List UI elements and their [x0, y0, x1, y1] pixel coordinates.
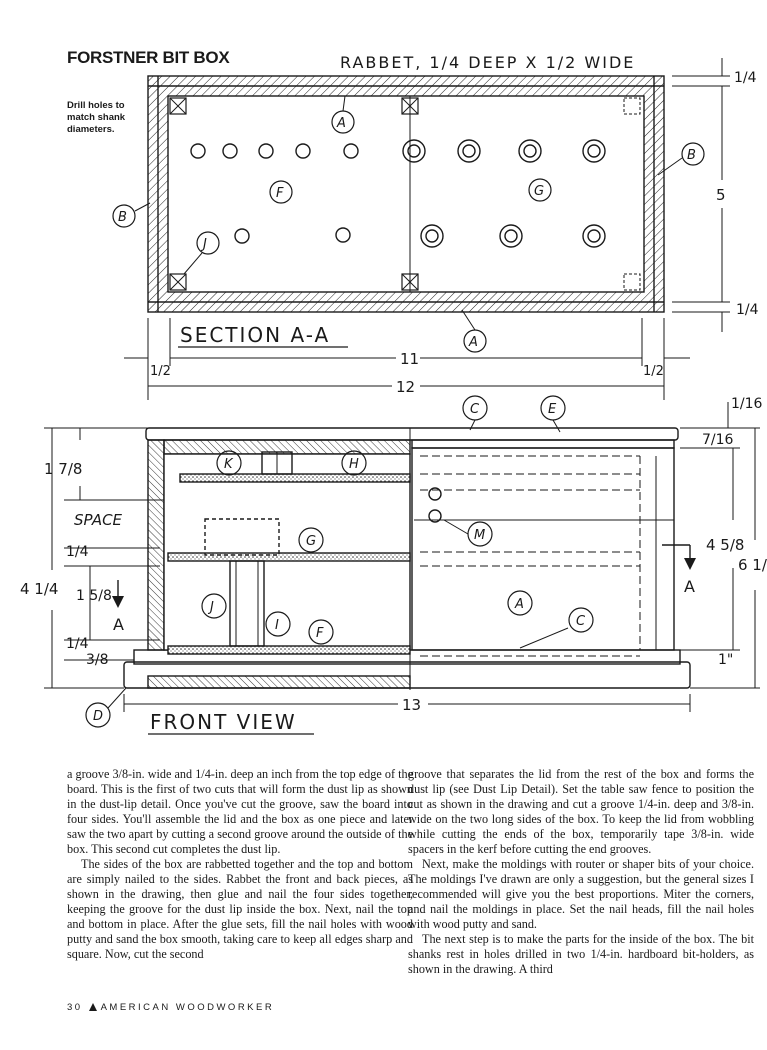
front-view [44, 395, 760, 728]
section-title: SECTION A-A [180, 323, 330, 347]
dim-13: 13 [402, 696, 421, 714]
front-view-title: FRONT VIEW [150, 710, 297, 734]
dim-1-7-8: 1 7/8 [44, 460, 82, 478]
arrow-label-right: A [684, 577, 695, 596]
paragraph: Next, make the moldings with router or s… [408, 857, 754, 931]
page-footer: 30 AMERICAN WOODWORKER [67, 1002, 274, 1013]
callout-f: F [276, 186, 284, 201]
dim-bottom-quarter: 1/4 [736, 302, 759, 318]
dim-6-1-8: 6 1/8 [738, 556, 767, 574]
callout-k: K [224, 457, 234, 472]
arrow-label-left: A [113, 615, 124, 634]
publication-name: AMERICAN WOODWORKER [100, 1002, 275, 1013]
dim-11: 11 [400, 350, 419, 368]
callout-c-bottom: C [576, 614, 586, 629]
callout-c-top: C [470, 402, 480, 417]
paragraph: groove that separates the lid from the r… [408, 767, 754, 856]
paragraph: The next step is to make the parts for t… [408, 932, 754, 976]
callout-g: G [534, 184, 544, 199]
dim-4-1-4: 4 1/4 [20, 580, 58, 598]
callout-j-front: J [207, 600, 214, 615]
dim-1-16: 1/16 [731, 396, 763, 412]
section-view [112, 58, 730, 400]
callout-a-front: A [514, 597, 524, 612]
dim-half-left: 1/2 [150, 364, 171, 379]
space-label: SPACE [74, 511, 123, 529]
dim-7-16: 7/16 [702, 432, 734, 448]
paragraph: a groove 3/8-in. wide and 1/4-in. deep a… [67, 767, 413, 856]
dim-1-inch: 1" [718, 652, 733, 668]
callout-h: H [349, 457, 359, 472]
callout-g-front: G [306, 534, 316, 549]
dim-top-quarter: 1/4 [734, 70, 757, 86]
rabbet-note: RABBET, 1/4 DEEP X 1/2 WIDE [340, 53, 635, 72]
callout-j: J [200, 237, 207, 252]
callout-f-front: F [316, 626, 324, 641]
technical-drawing: RABBET, 1/4 DEEP X 1/2 WIDE SECTION A-A … [20, 53, 767, 735]
callout-e: E [548, 402, 557, 417]
callout-d: D [93, 709, 103, 724]
drill-note: Drill holes to match shank diameters. [67, 100, 126, 135]
callout-i: I [275, 618, 279, 633]
article-title: FORSTNER BIT BOX [67, 48, 230, 67]
callout-b-right: B [687, 148, 696, 163]
triangle-icon [88, 1003, 97, 1011]
body-column-left: a groove 3/8-in. wide and 1/4-in. deep a… [67, 767, 413, 962]
callout-a-bottom: A [468, 335, 478, 350]
dim-3-8: 3/8 [86, 652, 109, 668]
dim-1-5-8: 1 5/8 [76, 588, 112, 604]
dim-5: 5 [716, 186, 726, 204]
callout-a-top: A [336, 116, 346, 131]
dim-4-5-8: 4 5/8 [706, 536, 744, 554]
dim-12: 12 [396, 378, 415, 396]
page-number: 30 [67, 1002, 83, 1013]
callout-b-left: B [118, 210, 127, 225]
dim-half-right: 1/2 [643, 364, 664, 379]
body-column-right: groove that separates the lid from the r… [408, 767, 754, 977]
paragraph: The sides of the box are rabbetted toget… [67, 857, 413, 961]
dim-1-4-upper: 1/4 [66, 544, 89, 560]
dim-1-4-lower: 1/4 [66, 636, 89, 652]
callout-m: M [474, 528, 485, 543]
